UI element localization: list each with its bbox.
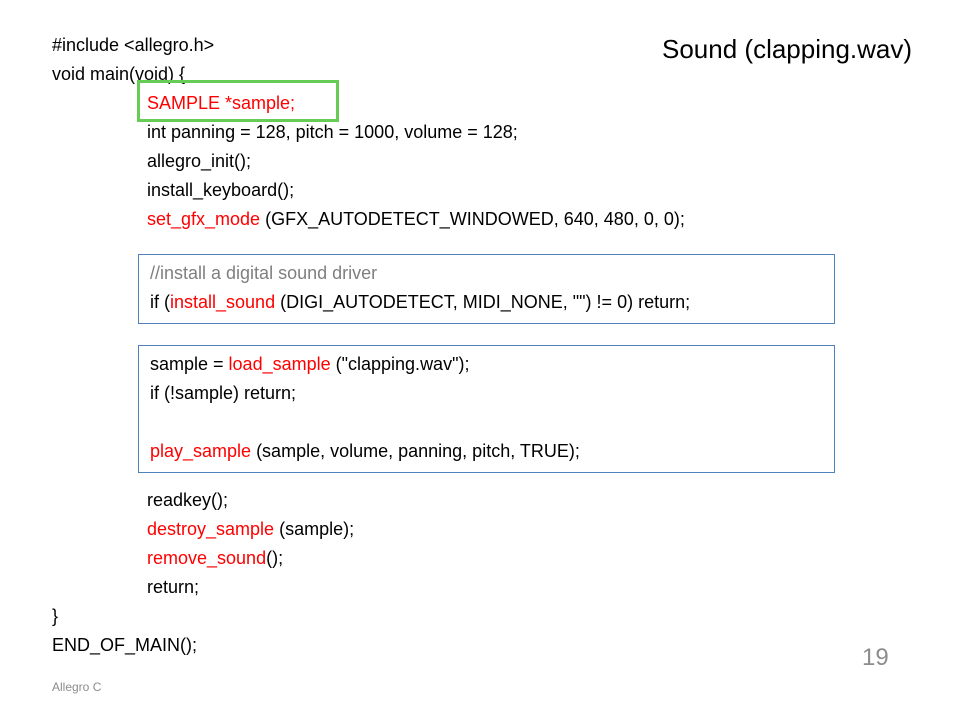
play-sample-args: (sample, volume, panning, pitch, TRUE);: [251, 441, 580, 461]
code-line-remove-sound: remove_sound();: [147, 544, 283, 573]
sample-decl-highlight-box: [137, 80, 339, 122]
load-sample-args: ("clapping.wav");: [330, 354, 470, 374]
if-open: if (: [150, 292, 170, 312]
sound-driver-box: [138, 254, 835, 324]
set-gfx-mode-args: (GFX_AUTODETECT_WINDOWED, 640, 480, 0, 0…: [260, 209, 685, 229]
code-line-sample-decl: SAMPLE *sample;: [147, 93, 296, 113]
code-line-install-sound: if (install_sound (DIGI_AUTODETECT, MIDI…: [150, 288, 690, 317]
code-line-allegro-init: allegro_init();: [147, 151, 252, 171]
remove-sound-func: remove_sound: [147, 548, 267, 568]
code-line-include: #include <allegro.h>: [52, 35, 215, 55]
code-line-install-keyboard: install_keyboard();: [147, 180, 295, 200]
set-gfx-mode-func: set_gfx_mode: [147, 209, 261, 229]
install-sound-func: install_sound: [170, 292, 276, 312]
destroy-sample-args: (sample);: [274, 519, 355, 539]
code-line-end-of-main: END_OF_MAIN();: [52, 635, 198, 655]
code-line-load-sample: sample = load_sample ("clapping.wav");: [150, 350, 469, 379]
sample-assign: sample =: [150, 354, 229, 374]
code-line-int-decl: int panning = 128, pitch = 1000, volume …: [147, 122, 518, 142]
sample-playback-box: [138, 345, 835, 473]
play-sample-func: play_sample: [150, 441, 252, 461]
load-sample-func: load_sample: [228, 354, 331, 374]
code-line-main-close: }: [52, 606, 59, 626]
page-number: 19: [862, 644, 889, 671]
code-line-comment: //install a digital sound driver: [150, 263, 378, 283]
code-line-return: return;: [147, 577, 200, 597]
slide-title: Sound (clapping.wav): [662, 34, 913, 64]
code-line-readkey: readkey();: [147, 490, 229, 510]
destroy-sample-func: destroy_sample: [147, 519, 275, 539]
code-line-main-open: void main(void) {: [52, 64, 186, 84]
footer-text: Allegro C: [52, 680, 102, 694]
remove-sound-args: ();: [266, 548, 284, 568]
install-sound-args: (DIGI_AUTODETECT, MIDI_NONE, "") != 0) r…: [275, 292, 691, 312]
code-line-set-gfx-mode: set_gfx_mode (GFX_AUTODETECT_WINDOWED, 6…: [147, 205, 685, 234]
code-line-destroy-sample: destroy_sample (sample);: [147, 515, 354, 544]
code-line-play-sample: play_sample (sample, volume, panning, pi…: [150, 437, 580, 466]
code-line-sample-check: if (!sample) return;: [150, 383, 297, 403]
